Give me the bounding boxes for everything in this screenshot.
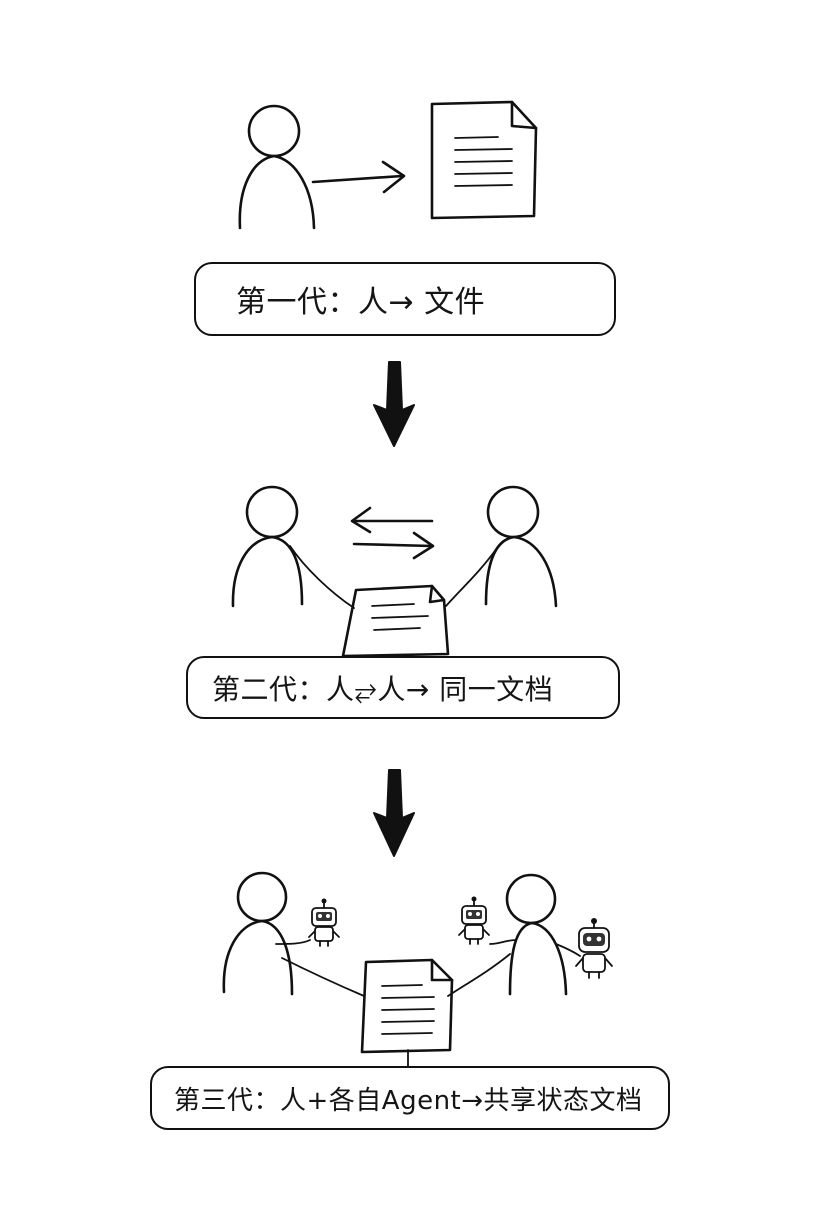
person-icon [238, 104, 316, 230]
stage-1-label-box: 第一代：人→ 文件 [194, 262, 616, 336]
person-icon [505, 873, 568, 996]
stage-1-illustration [238, 100, 538, 230]
stage-3-label-box: 第三代：人+各自Agent→共享状态文档 [150, 1066, 670, 1130]
document-icon [430, 100, 538, 220]
stage-2-label: 第二代：人⥂人→ 同一文档 [212, 672, 554, 706]
stage-3-illustration [222, 871, 613, 1067]
robot-icon [308, 898, 340, 947]
document-icon [341, 584, 450, 658]
hand-connector [289, 545, 498, 609]
right-arrow-icon [311, 160, 406, 194]
down-arrow-icon [373, 769, 415, 857]
robot-icon [458, 896, 490, 945]
stage-1-label: 第一代：人→ 文件 [236, 285, 486, 320]
document-icon [360, 958, 454, 1054]
stage-2-illustration [231, 485, 558, 658]
exchange-arrows-icon [350, 506, 435, 560]
person-icon [484, 485, 558, 608]
hand-connector [275, 939, 581, 1067]
person-icon [231, 485, 304, 608]
down-arrow-icon [373, 361, 415, 447]
stage-3-label: 第三代：人+各自Agent→共享状态文档 [174, 1085, 643, 1116]
stage-2-label-box: 第二代：人⥂人→ 同一文档 [186, 656, 620, 719]
robot-icon [575, 918, 613, 979]
person-icon [222, 871, 294, 996]
